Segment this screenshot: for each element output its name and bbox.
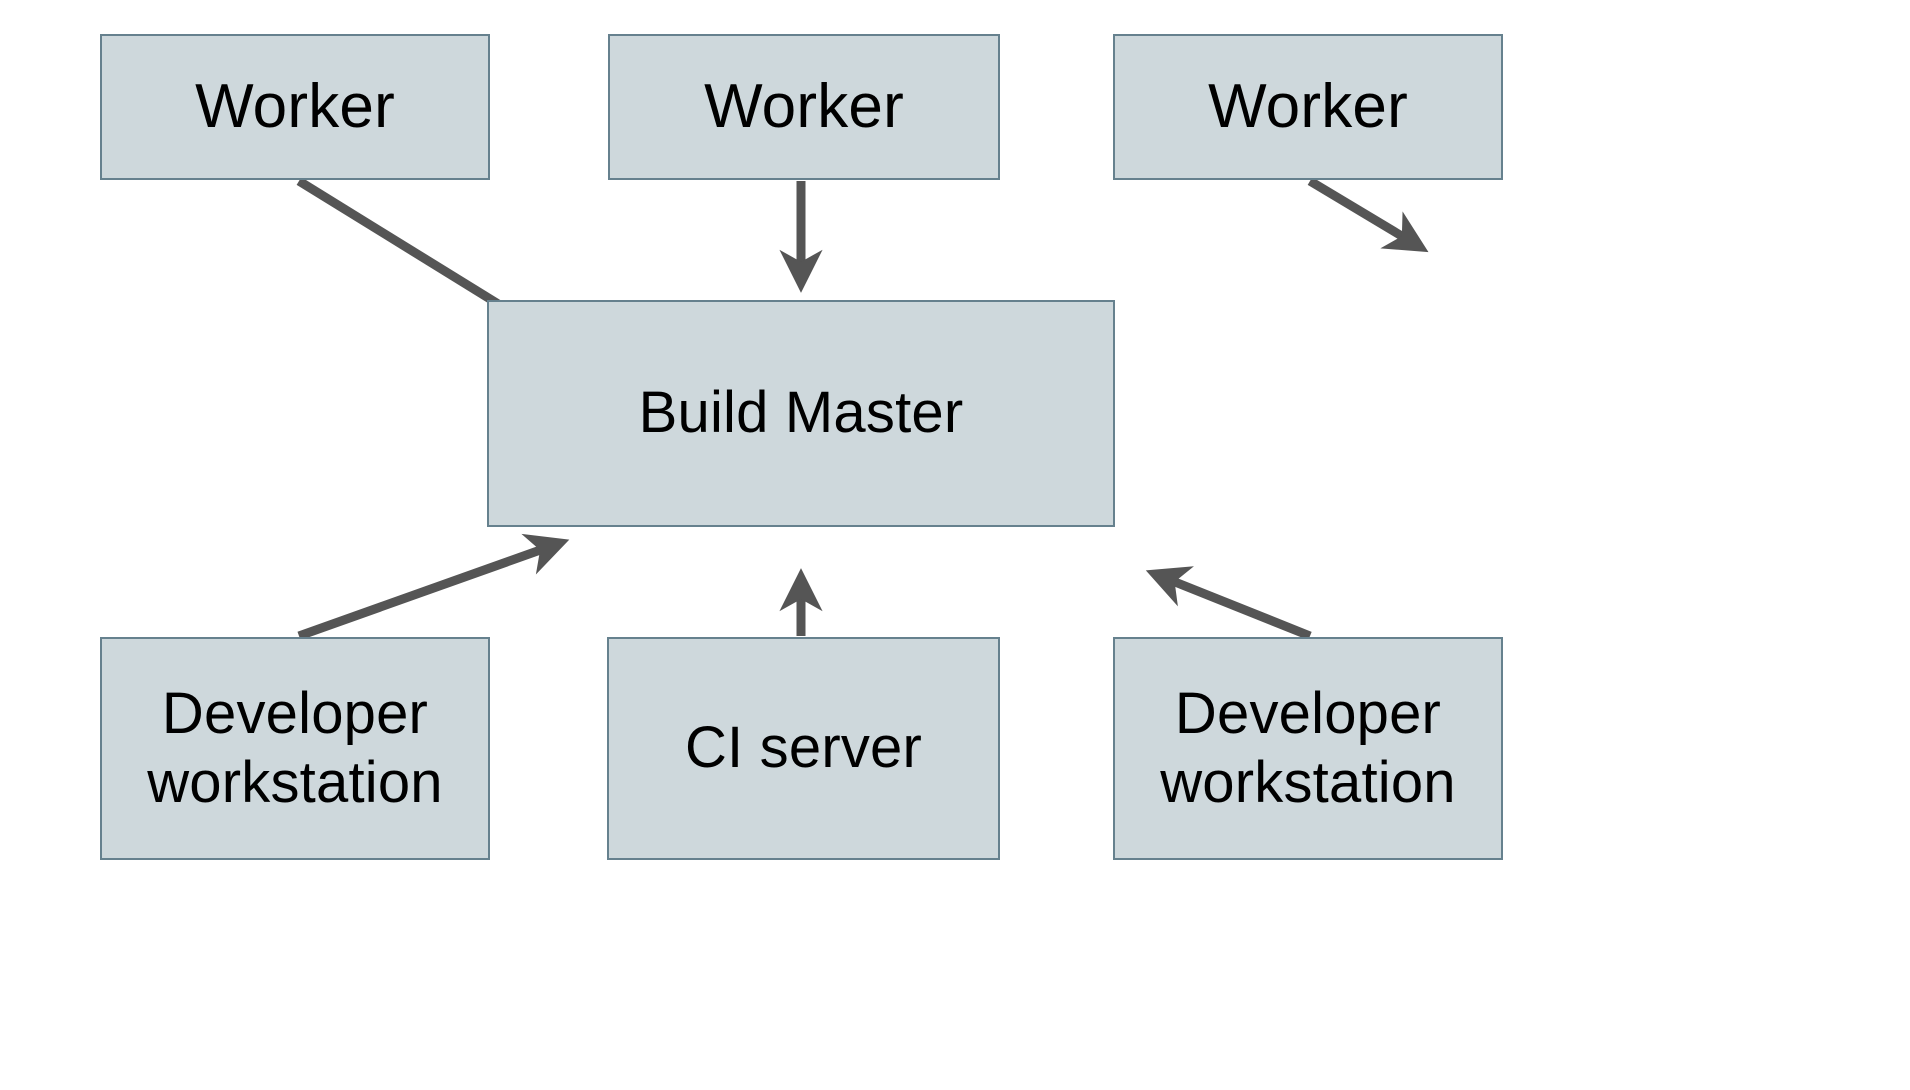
- node-build-master-label: Build Master: [638, 380, 964, 446]
- node-worker-2-label: Worker: [704, 72, 904, 142]
- node-worker-3[interactable]: Worker: [1113, 34, 1503, 180]
- node-developer-workstation-right[interactable]: Developer workstation: [1113, 637, 1503, 860]
- edge-dev-left-to-master: [297, 533, 570, 641]
- edge-worker-3-to-master: [1307, 177, 1429, 253]
- node-developer-workstation-right-label: Developer workstation: [1160, 681, 1456, 815]
- node-ci-server-label: CI server: [684, 715, 923, 781]
- edge-dev-right-to-master: [1145, 566, 1312, 641]
- node-developer-workstation-left[interactable]: Developer workstation: [100, 637, 490, 860]
- node-worker-2[interactable]: Worker: [608, 34, 1000, 180]
- node-developer-workstation-left-label: Developer workstation: [147, 681, 443, 815]
- node-worker-3-label: Worker: [1208, 72, 1408, 142]
- node-worker-1[interactable]: Worker: [100, 34, 490, 180]
- node-ci-server[interactable]: CI server: [607, 637, 1000, 860]
- node-worker-1-label: Worker: [195, 72, 395, 142]
- node-build-master[interactable]: Build Master: [487, 300, 1115, 527]
